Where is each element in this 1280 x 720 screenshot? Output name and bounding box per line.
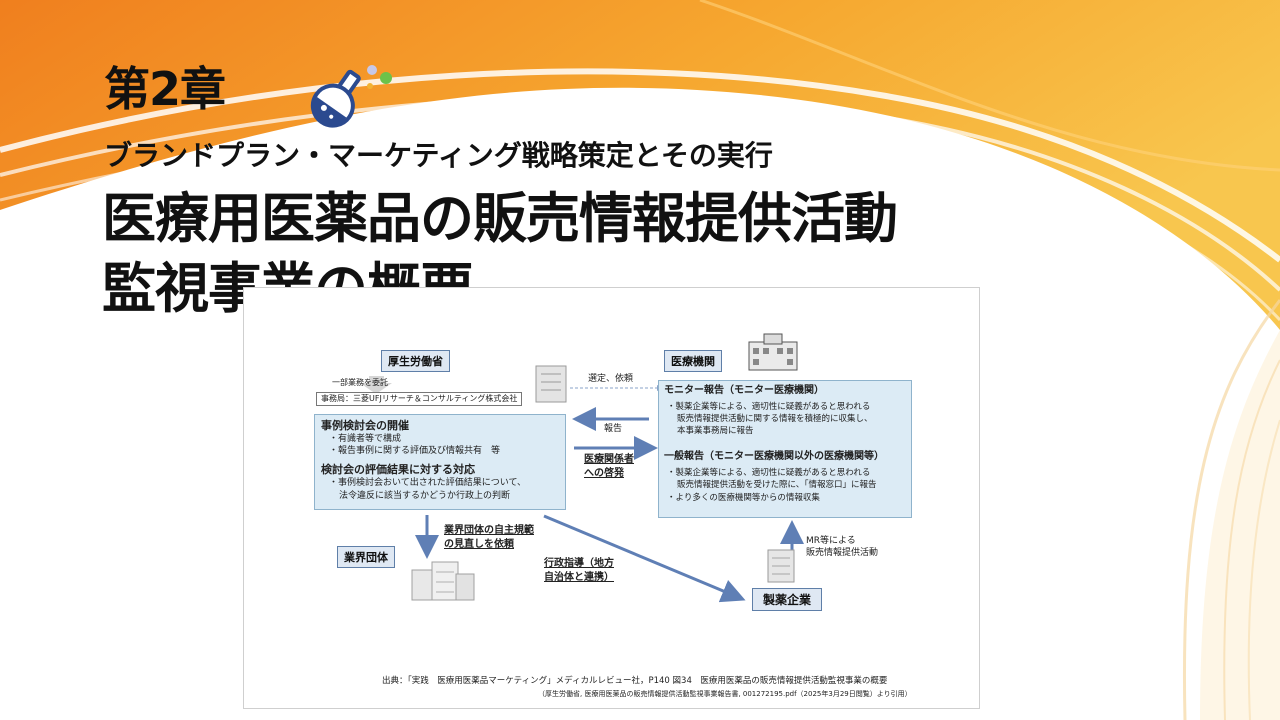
mhlw-actions-box: 事例検討会の開催 ・有識者等で構成 ・報告事例に関する評価及び情報共有 等 検討… [314,414,566,510]
response-item1: ・事例検討会おいて出された評価結果について、 [329,478,527,488]
source-citation-detail: （厚生労働省, 医療用医薬品の販売情報提供活動監視事業報告書, 00127219… [538,690,912,698]
enlighten-text-2: への啓発 [584,468,624,479]
industry-review-text-2: の見直しを依頼 [444,539,514,550]
mr-text-1: MR等による [806,536,856,546]
chapter-subtitle: ブランドプラン・マーケティング戦略策定とその実行 [104,139,773,172]
monitor-report-title: モニター報告（モニター医療機関） [664,385,824,396]
enlighten-text-1: 医療関係者 [584,454,634,465]
monitor-item2: 販売情報提供活動に関する情報を積極的に収集し、 [677,414,873,424]
figure-arrows [360,333,804,603]
pharma-label: 製薬企業 [752,588,823,611]
case-meeting-item2: ・報告事例に関する評価及び情報共有 等 [329,446,501,456]
source-citation: 出典：「実践 医療用医薬品マーケティング」メディカルレビュー社，P140 図34… [382,676,888,686]
monitor-item3: 本事業事務局に報告 [677,426,754,436]
hospital-building-icon [748,333,798,371]
monitor-item1: ・製薬企業等による、適切性に疑義があると思われる [667,402,871,412]
pharma-building-icon [767,549,795,583]
flask-icon [310,65,392,128]
slide-title-line1: 医療用医薬品の販売情報提供活動 [102,187,898,250]
general-report-title: 一般報告（モニター医療機関以外の医療機関等） [664,451,884,462]
entrust-text: 一部業務を委託 [332,378,388,387]
response-title: 検討会の評価結果に対する対応 [321,463,475,476]
admin-guidance-text-2: 自治体と連携） [544,572,614,583]
general-item2: 販売情報提供活動を受けた際に、「情報窓口」に報告 [677,480,877,490]
chapter-number: 第2章 [104,62,226,116]
secretariat-box: 事務局：三菱UFJリサーチ＆コンサルティング株式会社 [316,392,523,406]
delegate-down-arrow [360,376,392,394]
monitoring-overview-figure: 厚生労働省 一部業務を委託 事務局：三菱UFJリサーチ＆コンサルティング株式会社… [243,287,980,709]
select-request-text: 選定、依頼 [588,374,634,384]
medical-reports-box: モニター報告（モニター医療機関） ・製薬企業等による、適切性に疑義があると思われ… [658,380,912,518]
response-item2: 法令違反に該当するかどうか行政上の判断 [339,491,511,501]
admin-guidance-arrow [543,514,746,603]
office-building-icon [535,365,567,403]
industry-group-label: 業界団体 [337,546,395,568]
medical-institution-label: 医療機関 [664,350,722,372]
general-item3: ・より多くの医療機関等からの情報収集 [667,493,820,503]
general-item1: ・製薬企業等による、適切性に疑義があると思われる [667,468,871,478]
report-text: 報告 [604,424,623,434]
industry-buildings-icon [411,561,475,601]
mhlw-label: 厚生労働省 [381,350,450,372]
case-meeting-title: 事例検討会の開催 [321,419,409,432]
case-meeting-item1: ・有識者等で構成 [329,434,402,444]
industry-review-text-1: 業界団体の自主規範 [444,525,534,536]
mr-text-2: 販売情報提供活動 [806,548,879,558]
admin-guidance-text-1: 行政指導（地方 [544,558,614,569]
